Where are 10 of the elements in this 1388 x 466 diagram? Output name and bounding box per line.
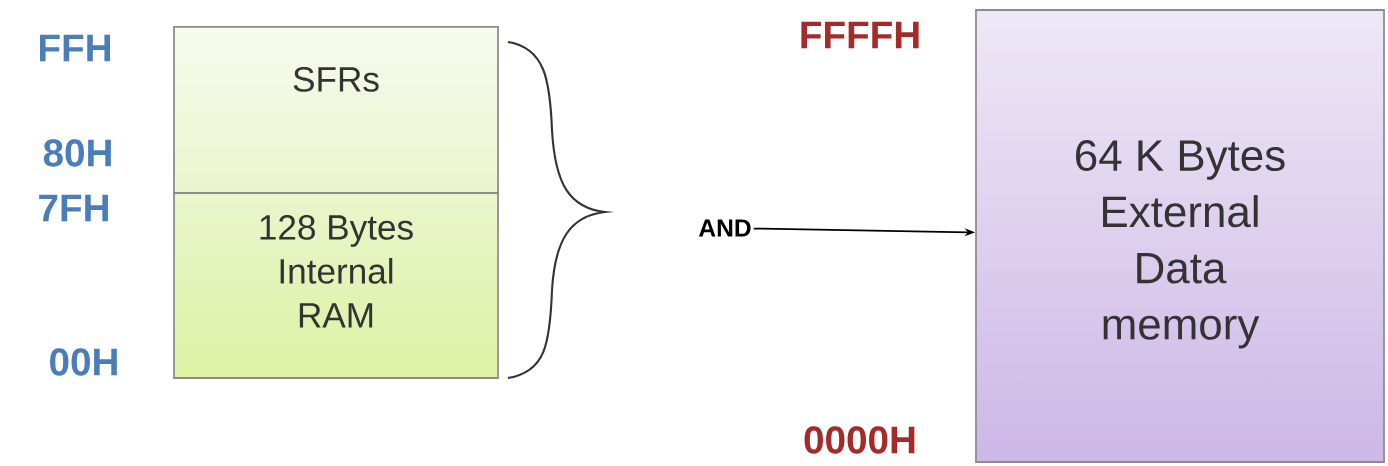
address-label: 7FH — [39, 194, 108, 222]
label-text: AND — [698, 219, 751, 237]
memory-box: 64 K Bytes External Data memory — [975, 9, 1385, 463]
address-label: 80H — [43, 139, 111, 167]
address-label: 0000H — [804, 426, 915, 454]
memory-box: SFRs — [173, 26, 499, 194]
address-label: FFH — [40, 34, 110, 62]
memory-box: 128 Bytes Internal RAM — [173, 192, 499, 379]
address-label: FFFFH — [801, 21, 919, 49]
address-label: 00H — [50, 348, 117, 376]
